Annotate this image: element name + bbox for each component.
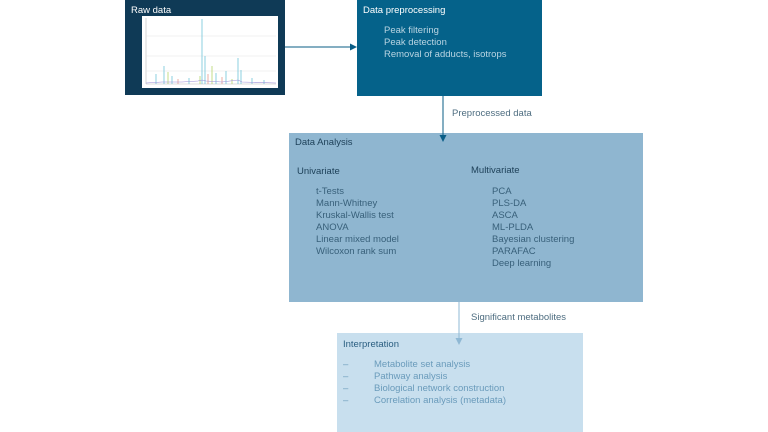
preprocessing-item: Peak detection	[384, 37, 447, 48]
bullet-dash: –	[343, 383, 349, 394]
data-analysis-box: Data Analysis Univariate t-Tests Mann-Wh…	[289, 133, 643, 302]
interpretation-item: Biological network construction	[374, 383, 505, 394]
univariate-item: Wilcoxon rank sum	[316, 246, 397, 257]
preprocessing-item: Removal of adducts, isotrops	[384, 49, 507, 60]
univariate-item: t-Tests	[316, 186, 344, 197]
arrow-analysis-to-interpretation	[455, 302, 463, 345]
multivariate-item: PCA	[492, 186, 512, 197]
univariate-item: Mann-Whitney	[316, 198, 378, 209]
preprocessed-data-label: Preprocessed data	[452, 108, 532, 119]
univariate-item: ANOVA	[316, 222, 349, 233]
preprocessing-item: Peak filtering	[384, 25, 439, 36]
bullet-dash: –	[343, 359, 349, 370]
univariate-heading: Univariate	[297, 166, 340, 177]
mass-spectrum-thumbnail	[142, 16, 278, 88]
significant-metabolites-label: Significant metabolites	[471, 312, 567, 323]
bullet-dash: –	[343, 395, 349, 406]
multivariate-item: Deep learning	[492, 258, 552, 269]
data-analysis-title: Data Analysis	[295, 137, 353, 148]
interpretation-item: Correlation analysis (metadata)	[374, 395, 507, 406]
bullet-dash: –	[343, 371, 349, 382]
data-preprocessing-box: Data preprocessing Peak filtering Peak d…	[357, 0, 542, 96]
multivariate-item: PARAFAC	[492, 246, 536, 257]
arrow-preprocessing-to-analysis	[439, 96, 447, 142]
multivariate-item: PLS-DA	[492, 198, 527, 209]
univariate-item: Kruskal-Wallis test	[316, 210, 394, 221]
raw-data-title: Raw data	[131, 5, 172, 16]
multivariate-heading: Multivariate	[471, 165, 520, 176]
raw-data-box: Raw data	[125, 0, 285, 95]
multivariate-item: ASCA	[492, 210, 518, 221]
univariate-item: Linear mixed model	[316, 234, 399, 245]
interpretation-title: Interpretation	[343, 339, 399, 350]
multivariate-item: ML-PLDA	[492, 222, 534, 233]
data-preprocessing-title: Data preprocessing	[363, 5, 446, 16]
interpretation-box: Interpretation – Metabolite set analysis…	[337, 333, 583, 432]
interpretation-item: Metabolite set analysis	[374, 359, 471, 370]
multivariate-item: Bayesian clustering	[492, 234, 575, 245]
interpretation-item: Pathway analysis	[374, 371, 448, 382]
arrow-raw-to-preprocessing	[285, 43, 357, 51]
spectrum-plot	[145, 18, 277, 85]
